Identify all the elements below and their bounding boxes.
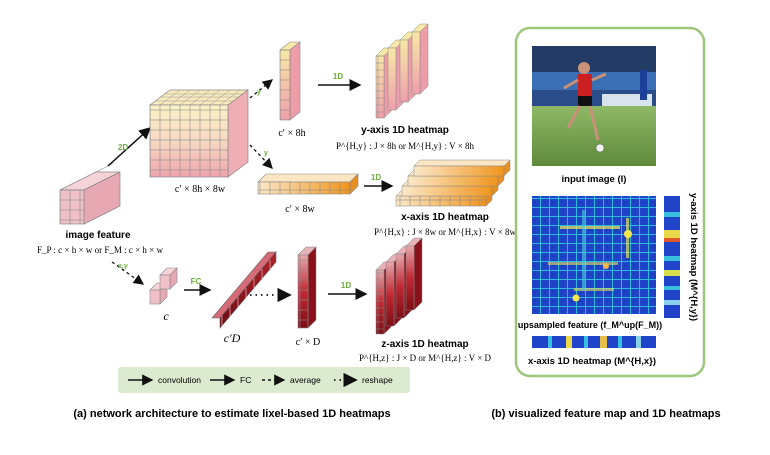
panel-b-border — [514, 26, 706, 378]
image-feature-title: image feature — [65, 230, 130, 241]
input-image — [532, 46, 656, 166]
arrow-fc-label: FC — [191, 277, 202, 286]
y-axis-heatmap-label: y-axis 1D heatmap (M^{H,y}) — [688, 193, 699, 321]
x-axis-heatmap-bar — [532, 336, 656, 348]
y-heatmap-dims: P^{H,y} : J × 8h or M^{H,y} : V × 8h — [336, 141, 475, 151]
arrow-avg-x-label: y — [264, 150, 268, 157]
arrow-avg-xy — [111, 261, 145, 285]
big-feature-cube — [148, 89, 250, 178]
legend-convolution: convolution — [158, 375, 201, 385]
arrow-avg-y-label: y — [257, 89, 261, 96]
y-column-dims: c′ × 8h — [278, 128, 305, 139]
legend-reshape: reshape — [362, 375, 393, 385]
x-row — [257, 173, 359, 195]
cD-vector — [211, 251, 277, 329]
input-image-label: input image (I) — [562, 174, 627, 185]
panel-b: input image (I) upsampled feature (f_M^u… — [514, 26, 706, 378]
upsampled-feature-map — [532, 196, 656, 314]
z-heatmap-dims: P^{H,z} : J × D or M^{H,z} : V × D — [359, 353, 492, 363]
upsampled-feature-label: upsampled feature (f_M^up(F_M)) — [518, 320, 662, 330]
legend-average: average — [290, 375, 321, 385]
z-column-dims: c′ × D — [296, 337, 321, 348]
y-axis-heatmap-bar — [664, 196, 680, 318]
y-heatmap-stack — [375, 23, 429, 119]
z-heatmap-stack — [375, 237, 423, 335]
c-vector — [149, 267, 178, 305]
arrow-avg-x — [249, 144, 273, 169]
z-heatmap-title: z-axis 1D heatmap — [381, 339, 468, 350]
legend-fc: FC — [240, 375, 251, 385]
arrow-2d — [107, 126, 152, 167]
image-feature-dims: F_P : c × h × w or F_M : c × h × w — [37, 245, 163, 255]
legend: convolution FC average reshape — [118, 367, 410, 393]
x-heatmap-title: x-axis 1D heatmap — [401, 212, 489, 223]
arrow-1d-bottom-label: 1D — [341, 281, 351, 290]
y-heatmap-title: y-axis 1D heatmap — [361, 125, 449, 136]
caption-right: (b) visualized feature map and 1D heatma… — [491, 408, 720, 420]
caption-left: (a) network architecture to estimate lix… — [73, 408, 390, 420]
y-column — [279, 41, 301, 121]
arrow-2d-label: 2D — [118, 143, 128, 152]
arrow-1d-mid-label: 1D — [371, 173, 381, 182]
z-column — [297, 246, 317, 329]
x-axis-heatmap-label: x-axis 1D heatmap (M^{H,x}) — [528, 356, 656, 367]
arrow-1d-top-label: 1D — [333, 72, 343, 81]
arrow-avg-xy-label: x,y — [118, 263, 128, 270]
image-feature-cube — [59, 162, 121, 225]
cD-dims: c′D — [224, 331, 241, 345]
x-row-dims: c′ × 8w — [285, 204, 315, 215]
c-vector-dims: c — [163, 309, 169, 323]
arrow-avg-y — [249, 79, 274, 99]
big-cube-dims: c′ × 8h × 8w — [175, 184, 226, 195]
x-heatmap-stack — [395, 159, 511, 207]
x-heatmap-dims: P^{H,x} : J × 8w or M^{H,x} : V × 8w — [374, 227, 517, 237]
